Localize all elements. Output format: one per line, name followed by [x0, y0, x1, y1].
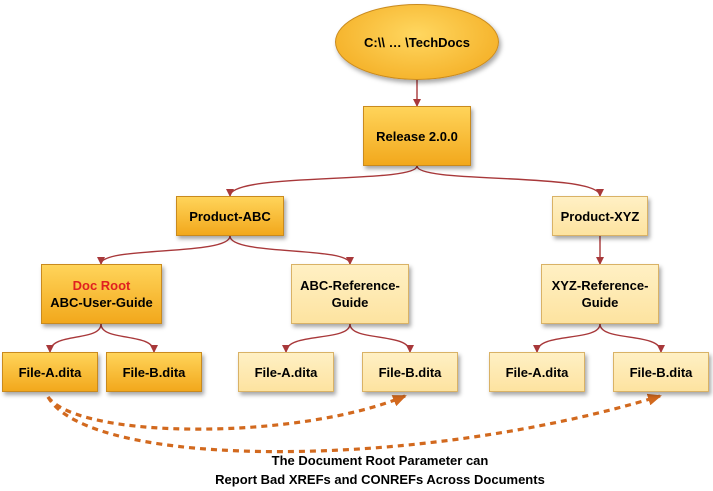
- doc-root-note-line1: The Document Root Parameter can: [271, 453, 489, 468]
- connector-abc-ref-file-b: [349, 323, 414, 353]
- connector-product-abc-user-guide: [97, 235, 231, 265]
- connector-product-abc-reference-guide: [229, 235, 354, 265]
- xyz-reference-guide-label-line2: Guide: [581, 295, 619, 310]
- connector-user-guide-file-b: [100, 323, 158, 353]
- root-folder-label: C:\\ … \TechDocs: [364, 34, 470, 50]
- abc-reference-file-a-node[interactable]: File-A.dita: [238, 352, 334, 392]
- file-label: File-A.dita: [18, 364, 82, 380]
- file-label: File-B.dita: [378, 364, 442, 380]
- xyz-reference-file-a-node[interactable]: File-A.dita: [489, 352, 585, 392]
- file-label: File-B.dita: [629, 364, 693, 380]
- release-node[interactable]: Release 2.0.0: [363, 106, 471, 166]
- connector-release-product-xyz: [416, 165, 604, 197]
- release-label: Release 2.0.0: [376, 128, 458, 144]
- abc-reference-guide-node[interactable]: ABC-Reference- Guide: [291, 264, 409, 324]
- connector-xyz-ref-file-b: [599, 323, 665, 353]
- abc-reference-file-b-node[interactable]: File-B.dita: [362, 352, 458, 392]
- dashed-arrow-to-abc-ref-file-b: [46, 394, 407, 431]
- product-abc-label: Product-ABC: [189, 208, 271, 224]
- doc-root-note-line2: Report Bad XREFs and CONREFs Across Docu…: [215, 472, 545, 487]
- abc-user-guide-label: ABC-User-Guide: [50, 295, 153, 310]
- doc-root-tag: Doc Root: [72, 278, 131, 293]
- xyz-reference-guide-label-line1: XYZ-Reference-: [551, 278, 649, 293]
- abc-reference-guide-label-line1: ABC-Reference-: [300, 278, 400, 293]
- abc-user-guide-file-a-node[interactable]: File-A.dita: [2, 352, 98, 392]
- product-xyz-label: Product-XYZ: [560, 208, 640, 224]
- file-label: File-A.dita: [505, 364, 569, 380]
- connector-user-guide-file-a: [46, 323, 102, 353]
- abc-user-guide-file-b-node[interactable]: File-B.dita: [106, 352, 202, 392]
- abc-user-guide-node[interactable]: Doc Root ABC-User-Guide: [41, 264, 162, 324]
- doc-root-note: The Document Root Parameter can Report B…: [180, 451, 580, 489]
- connector-xyz-ref-file-a: [533, 323, 601, 353]
- file-label: File-A.dita: [254, 364, 318, 380]
- dashed-arrow-to-xyz-ref-file-b: [46, 393, 662, 454]
- product-abc-node[interactable]: Product-ABC: [176, 196, 284, 236]
- abc-reference-guide-label-line2: Guide: [331, 295, 369, 310]
- file-label: File-B.dita: [122, 364, 186, 380]
- connector-abc-ref-file-a: [282, 323, 351, 353]
- product-xyz-node[interactable]: Product-XYZ: [552, 196, 648, 236]
- root-folder-node[interactable]: C:\\ … \TechDocs: [335, 4, 499, 80]
- connector-release-product-abc: [226, 165, 418, 197]
- xyz-reference-file-b-node[interactable]: File-B.dita: [613, 352, 709, 392]
- xyz-reference-guide-node[interactable]: XYZ-Reference- Guide: [541, 264, 659, 324]
